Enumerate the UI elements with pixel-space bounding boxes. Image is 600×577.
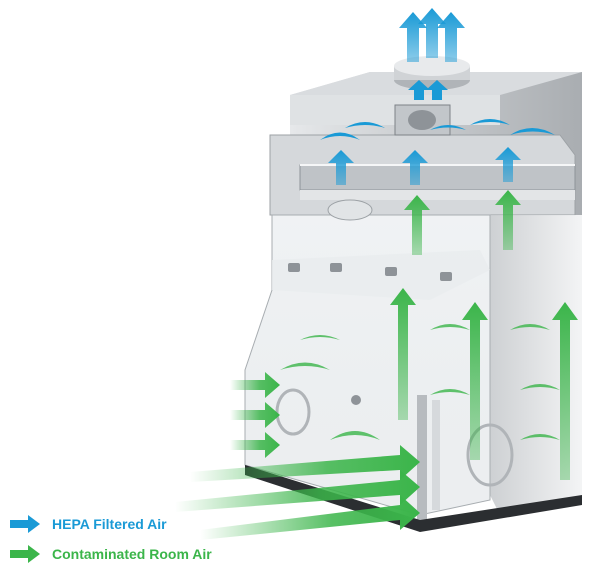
legend-item-hepa: HEPA Filtered Air: [10, 515, 167, 533]
front-access-ports: [275, 388, 514, 487]
control-display: [327, 199, 373, 221]
hepa-filter-plenum: [269, 134, 576, 216]
front-frame-poles: [417, 395, 440, 520]
room-air-upflow-arrows: [390, 190, 578, 480]
hepa-air-exhaust-arrows: [399, 8, 465, 100]
blower-motor: [394, 104, 451, 136]
room-air-inflow-arrows: [175, 372, 420, 540]
green-arrow-icon: [10, 545, 40, 563]
front-sash-glass: [244, 214, 491, 516]
green-swirl-marks: [280, 324, 560, 440]
blue-swirl-marks: [320, 119, 555, 140]
cabinet-base: [245, 465, 582, 532]
legend-item-room-air: Contaminated Room Air: [10, 545, 212, 563]
cabinet-side-panel: [490, 215, 582, 515]
legend-label-room-air: Contaminated Room Air: [52, 546, 212, 562]
blue-arrow-icon: [10, 515, 40, 533]
legend-label-hepa: HEPA Filtered Air: [52, 516, 167, 532]
hepa-air-plenum-arrows: [328, 147, 521, 185]
side-port: [351, 395, 361, 405]
sash-knobs: [288, 263, 452, 281]
